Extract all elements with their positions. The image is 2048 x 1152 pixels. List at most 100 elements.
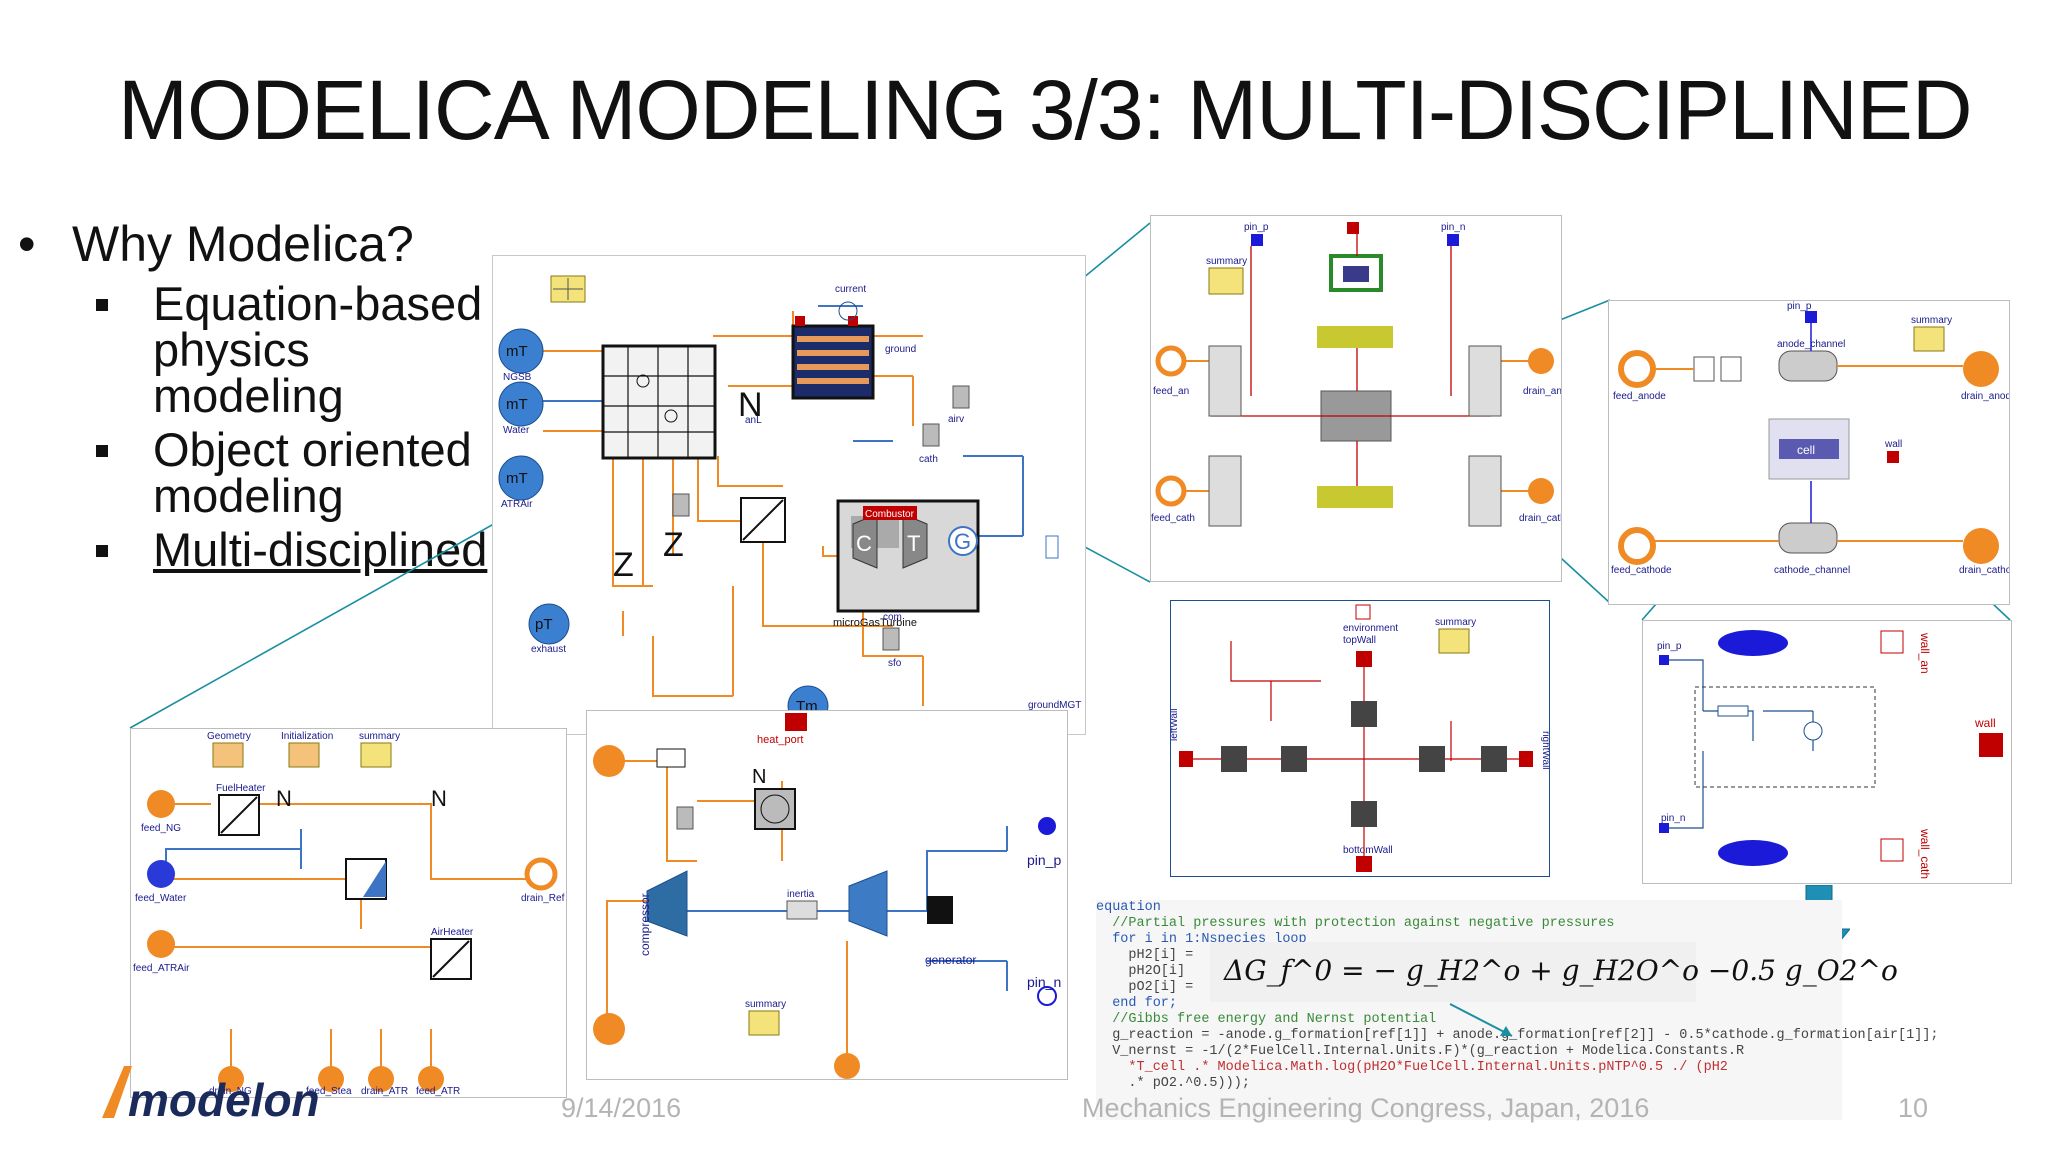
square-bullet-icon (96, 545, 108, 557)
footer-event: Mechanics Engineering Congress, Japan, 2… (1082, 1093, 1650, 1123)
fuel-cell-stack-diagram: pin_p pin_n summary feed_an feed_cath dr… (1150, 215, 1566, 582)
svg-text:pin_p: pin_p (1244, 222, 1269, 233)
multi-disciplined-link[interactable]: Multi-disciplined (153, 523, 488, 576)
svg-text:exhaust: exhaust (531, 644, 566, 655)
svg-text:drain_anode: drain_anode (1961, 391, 2009, 402)
svg-text:summary: summary (745, 999, 786, 1010)
svg-text:drain_NG: drain_NG (209, 1086, 252, 1097)
svg-text:Geometry: Geometry (207, 731, 251, 742)
svg-text:N: N (738, 386, 763, 424)
svg-text:feed_NG: feed_NG (141, 823, 181, 834)
svg-text:N: N (431, 786, 447, 811)
svg-text:pin_n: pin_n (1661, 813, 1685, 824)
svg-text:feed_ATR: feed_ATR (416, 1086, 460, 1097)
svg-text:Z: Z (663, 526, 684, 564)
svg-text:feed_cathode: feed_cathode (1611, 565, 1672, 576)
square-bullet-icon (96, 299, 108, 311)
svg-text:inertia: inertia (787, 889, 815, 900)
bullet-main: • Why Modelica? (12, 215, 414, 273)
svg-text:drain_cathode: drain_cathode (1959, 565, 2009, 576)
code-line: end for; (1096, 996, 1178, 1011)
svg-text:modelon: modelon (128, 1074, 320, 1120)
svg-text:feed_ATRAir: feed_ATRAir (133, 963, 190, 974)
svg-text:environment: environment (1343, 623, 1398, 634)
footer-page-number: 10 (1898, 1093, 1929, 1123)
reformer-diagram-canvas: Geometry Initialization summary N N Fuel… (133, 731, 565, 1097)
svg-text:pin_p: pin_p (1657, 641, 1682, 652)
turbine-diagram: heat_port pin_p pin_n N compressor inert… (586, 710, 1068, 1080)
svg-text:cell: cell (1797, 443, 1815, 457)
code-line: //Partial pressures with protection agai… (1096, 916, 1615, 931)
formula-arrow-icon (1449, 1003, 1513, 1037)
bullet-dot-icon: • (18, 216, 36, 272)
svg-text:FuelHeater: FuelHeater (216, 783, 266, 794)
svg-text:generator: generator (925, 953, 976, 967)
svg-text:feed_an: feed_an (1153, 386, 1189, 397)
code-line: V_nernst = -1/(2*FuelCell.Internal.Units… (1096, 1044, 1745, 1059)
svg-text:wall_an: wall_an (1918, 632, 1932, 674)
mt-label: mT (506, 343, 528, 360)
svg-text:ATRAir: ATRAir (501, 499, 533, 510)
svg-text:feed_cath: feed_cath (1151, 513, 1195, 524)
svg-text:cathode_channel: cathode_channel (1774, 565, 1850, 576)
svg-text:Water: Water (503, 425, 530, 436)
svg-text:groundMGT: groundMGT (1028, 700, 1081, 711)
svg-text:pT: pT (535, 616, 553, 633)
svg-text:summary: summary (359, 731, 400, 742)
code-line: .* pO2.^0.5))); (1096, 1076, 1250, 1091)
svg-text:NGSB: NGSB (503, 372, 532, 383)
code-line: *T_cell .* Modelica.Math.log(pH2O*FuelCe… (1096, 1060, 1728, 1075)
svg-text:Combustor: Combustor (865, 509, 915, 520)
channel-diagram: pin_p summary anode_channel cathode_chan… (1608, 300, 2023, 605)
svg-text:rightWall: rightWall (1540, 731, 1549, 770)
svg-text:com: com (883, 612, 902, 623)
svg-text:bottomWall: bottomWall (1343, 845, 1393, 856)
svg-text:compressor: compressor (638, 893, 652, 956)
turbine-diagram-canvas: heat_port pin_p pin_n N compressor inert… (593, 713, 1061, 1079)
svg-text:T: T (907, 531, 920, 556)
svg-text:airv: airv (948, 414, 964, 425)
svg-text:summary: summary (1206, 256, 1247, 267)
svg-text:pin_p: pin_p (1027, 852, 1061, 868)
sub-bullet-line: physics (153, 323, 310, 376)
svg-text:cath: cath (919, 454, 938, 465)
svg-text:sfo: sfo (888, 658, 902, 669)
fuel-cell-canvas: pin_p pin_n summary feed_an feed_cath dr… (1151, 222, 1566, 527)
svg-text:ground: ground (885, 344, 916, 355)
bullet-main-text: Why Modelica? (72, 216, 414, 272)
main-system-diagram: mT mT mT pT Tm NGSB Water ATRAir exhaust… (492, 255, 1086, 735)
sub-bullet-line: Equation-based (153, 277, 483, 330)
wall-diagram: wall_an wall_cath wall pin_p pin_n (1642, 620, 2012, 884)
svg-text:drain_ATR: drain_ATR (361, 1086, 408, 1097)
svg-text:mT: mT (506, 396, 528, 413)
channel-canvas: pin_p summary anode_channel cathode_chan… (1611, 301, 2023, 576)
svg-text:pin_n: pin_n (1027, 974, 1061, 990)
svg-text:N: N (276, 786, 292, 811)
stack-thermal-diagram: environment topWall summary leftWall rig… (1169, 600, 1551, 877)
code-line: //Gibbs free energy and Nernst potential (1096, 1012, 1437, 1027)
svg-text:N: N (752, 766, 766, 788)
svg-text:drain_an: drain_an (1523, 386, 1561, 397)
svg-text:feed_Water: feed_Water (135, 893, 187, 904)
main-diagram-canvas: mT mT mT pT Tm NGSB Water ATRAir exhaust… (498, 275, 1081, 727)
svg-text:drain_cath: drain_cath (1519, 513, 1561, 524)
square-bullet-icon (96, 445, 108, 457)
svg-text:anL: anL (745, 415, 762, 426)
sub-bullet-line: modeling (153, 369, 344, 422)
code-line: equation (1096, 900, 1161, 915)
svg-text:heat_port: heat_port (757, 734, 803, 746)
svg-text:wall_cath: wall_cath (1918, 828, 1932, 879)
stack-thermal-canvas: environment topWall summary leftWall rig… (1169, 604, 1551, 872)
svg-text:C: C (856, 531, 872, 556)
svg-text:feed_Stea: feed_Stea (306, 1086, 352, 1097)
svg-text:drain_Ref: drain_Ref (521, 893, 565, 904)
svg-text:microGasTurbine: microGasTurbine (833, 617, 917, 629)
svg-text:summary: summary (1435, 617, 1476, 628)
modelica-code-block: equation //Partial pressures with protec… (1096, 900, 1939, 1120)
footer-date: 9/14/2016 (561, 1093, 682, 1123)
svg-text:wall: wall (1974, 716, 1996, 730)
svg-text:AirHeater: AirHeater (431, 927, 474, 938)
svg-text:pin_n: pin_n (1441, 222, 1465, 233)
reformer-diagram: Geometry Initialization summary N N Fuel… (130, 728, 567, 1098)
svg-text:leftWall: leftWall (1171, 709, 1180, 741)
